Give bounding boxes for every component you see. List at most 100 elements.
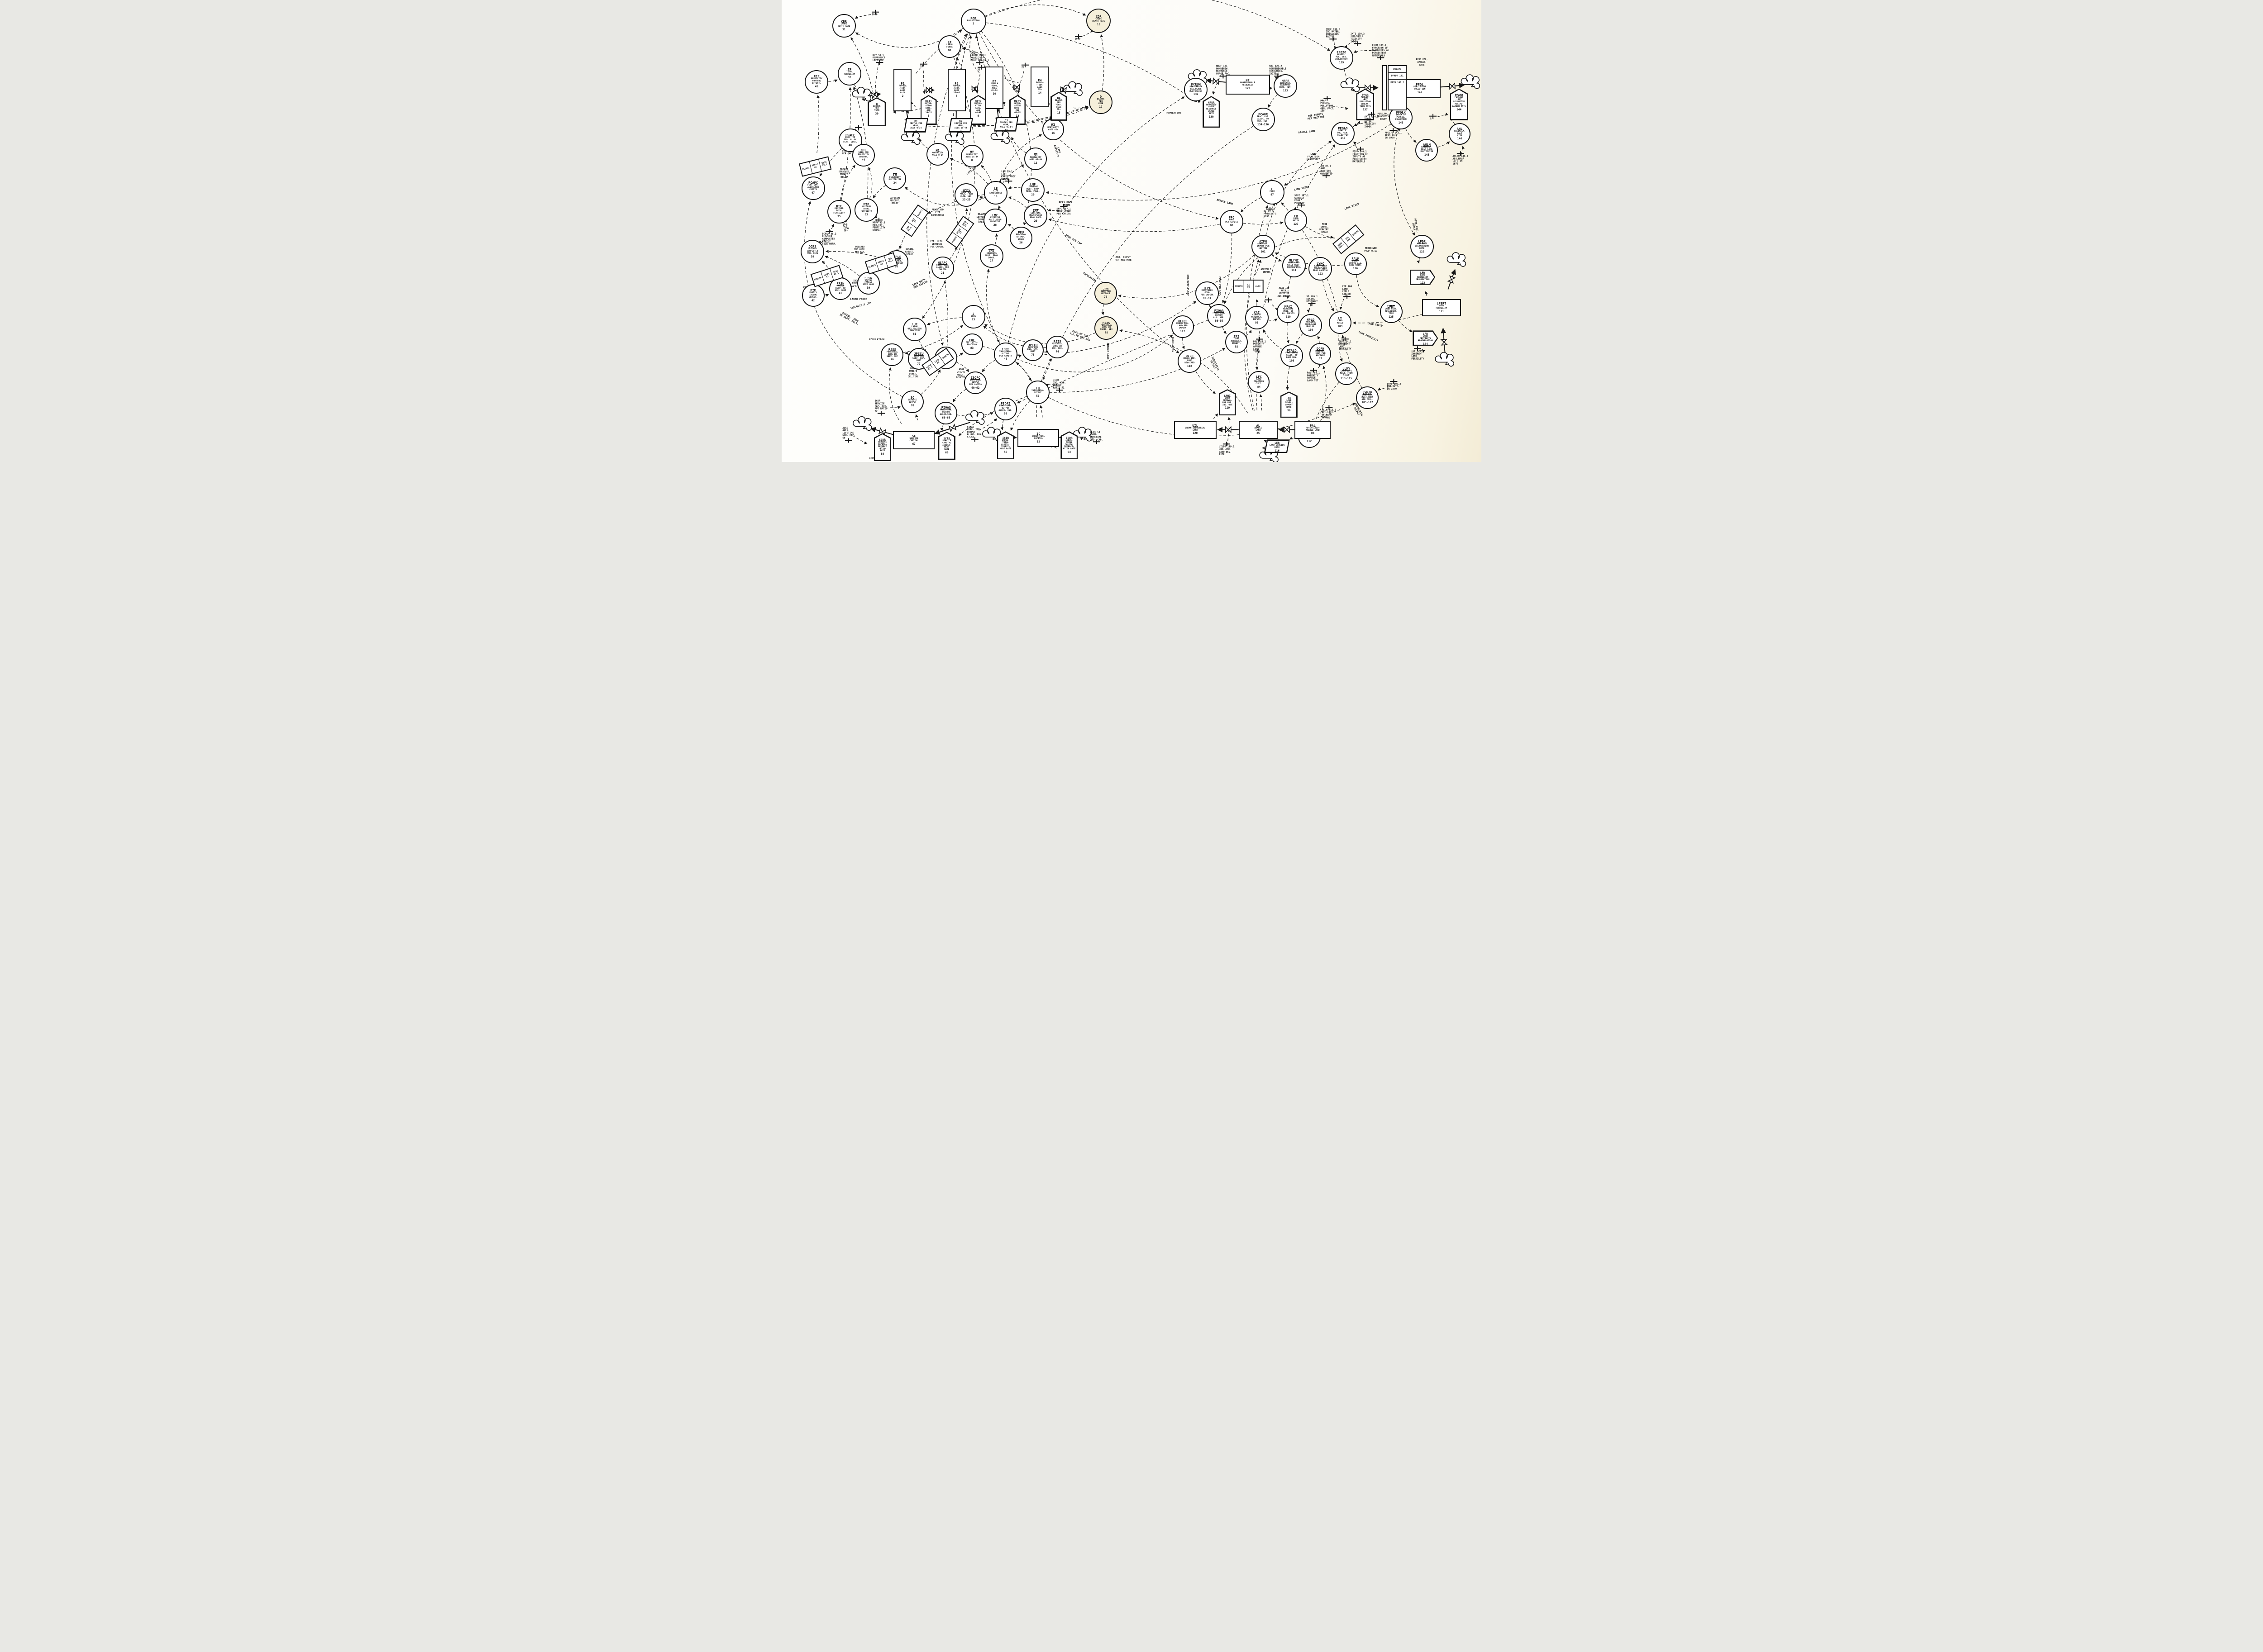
node-abbr: CMPLE — [891, 255, 902, 259]
link-iopc-jpicu — [1017, 355, 1022, 358]
link-fiald-ldr — [1286, 367, 1290, 390]
node-label: ASSIMILA. HALF LIFE MULTIPLIER — [1420, 146, 1433, 153]
node-abbr: PCRUM — [1191, 82, 1201, 86]
node-number: 39 — [867, 286, 870, 290]
node-number: 143 — [1398, 121, 1404, 124]
node-label: PER CAPITA RES.USAGE MULTIPLIER — [1189, 86, 1203, 93]
node-abbr: PJAS — [1102, 321, 1110, 325]
link-ahl-ppasr — [1451, 117, 1455, 125]
node-number: 18 — [1097, 23, 1100, 26]
rate-number: 13 — [1016, 114, 1019, 118]
node-abbr: FCAPC — [808, 181, 818, 185]
link-so-fcapc — [804, 200, 903, 397]
node-abbr: PJSS — [888, 348, 896, 352]
node-label: FOOD — [1270, 190, 1275, 193]
link-falm-lfrt — [1356, 275, 1380, 308]
rate-number: 30 — [875, 112, 878, 116]
link-c1000a-cbr — [855, 14, 871, 19]
node-abbr: DCPH — [1316, 347, 1324, 351]
node-label: POTENTIAL JOBS IN SERV. SEC — [886, 351, 898, 358]
const-text: 20 — [1022, 66, 1025, 69]
link-mtf-nfc — [868, 167, 873, 199]
node-number: 112 — [1307, 440, 1312, 443]
const-symbol — [1093, 439, 1100, 444]
link-le-m4 — [999, 134, 1042, 182]
node-number: 110 — [1285, 315, 1291, 319]
node-number: 33 — [864, 213, 868, 216]
node-abbr: LMP — [1030, 183, 1036, 187]
node-number: 126 — [1353, 267, 1358, 271]
const-palt2: PALT 84.1 POTENT'Y ARABLE LAND TOT. — [1307, 368, 1320, 382]
table-side-label: FOOD SHORT. PERCEPT. DELAY — [1319, 224, 1330, 234]
const-symbol — [876, 60, 883, 65]
node-number: 74 — [1055, 350, 1059, 354]
node-number: 117 — [1180, 330, 1185, 333]
node-label: POPULA -TION, AGES 65+ — [1036, 82, 1044, 91]
const-symbol — [1308, 301, 1316, 306]
node-number: 27 — [990, 259, 993, 263]
rate-abbr: PPGR — [1362, 94, 1369, 97]
rate-abbr: MAT2 — [975, 100, 982, 104]
node-abbr: FCE — [813, 75, 820, 79]
link-sopc-hsapc — [943, 280, 949, 347]
rate-number: 55 — [1004, 451, 1007, 454]
node-label: LIFETIME MULTIPLIER FROM FOOD — [1029, 212, 1042, 219]
const-symbol — [826, 229, 833, 234]
node-number: 10 — [993, 92, 996, 95]
rate-number: 116 — [1275, 449, 1280, 452]
node-number: 88 — [1230, 224, 1233, 227]
link-m1-d1 — [919, 138, 928, 149]
node-abbr: NR — [1246, 78, 1250, 82]
node-number: 122 — [1419, 250, 1424, 253]
valve-cloud_b-p1 — [871, 90, 878, 99]
const-symbol — [920, 62, 927, 67]
link-fm-mtf — [873, 185, 886, 199]
link-al-lfc — [1259, 394, 1263, 411]
const-symbol — [1223, 442, 1231, 447]
const-symbol — [1377, 55, 1385, 60]
link-aiph-ppgao — [1265, 141, 1332, 236]
node-label: DESIRED COMPLETED FAM. SIZE — [807, 248, 818, 255]
node-number: 4 — [936, 157, 939, 160]
const-text: ALLN 112.1 AVE.LIFE OF LAND NORMAL — [1322, 409, 1336, 419]
link-c1000b-cdr — [1082, 29, 1093, 37]
link-lmp-le — [1008, 186, 1022, 189]
const-text: FRPM 139.1 FRACTION OF RESOURCES AS PERS… — [1372, 44, 1389, 57]
link-palt2-dcph — [1315, 364, 1321, 372]
rate-abbr: ICDR — [1066, 436, 1073, 440]
rate-label: MATUR- ATION RATE, AGE 14-15 — [925, 103, 932, 114]
node-number: 26 — [1019, 241, 1023, 245]
rate-abbr: B — [876, 102, 878, 106]
const-symbol — [1325, 405, 1332, 410]
const-pl: PL 87.2 PROCESS'G LOSS — [1264, 206, 1276, 219]
node-label: ASSIMILA. HALF LIFE — [1454, 130, 1466, 137]
node-number: 73 — [971, 318, 975, 321]
link-le-m1 — [950, 158, 988, 184]
node-number: 48 — [848, 143, 852, 147]
node-label: DEVELOP. COST PER HECTARE — [1315, 350, 1326, 357]
link-c1b-mpai — [1272, 304, 1279, 311]
link-c14-ppasr — [1437, 112, 1448, 117]
node-abbr: FCAOR — [1258, 113, 1268, 117]
node-label: POPULA -TION, AGES 0-14 — [899, 85, 907, 94]
node-abbr: AIPH — [1259, 239, 1267, 243]
node-label: NONRENEWABLE RESOURCES — [1240, 81, 1256, 86]
rate-label: BIRTHS PER YEAR — [873, 105, 881, 112]
